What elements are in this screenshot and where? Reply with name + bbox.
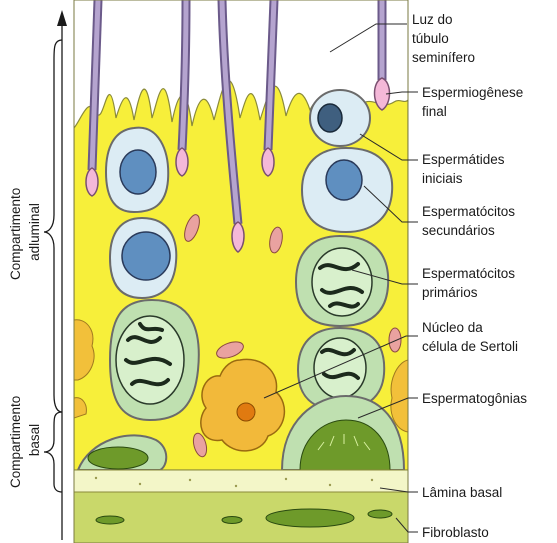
basal-label: Compartimento basal [8,392,42,488]
label-espermatocitos-secundarios: Espermatócitos secundários [422,204,519,238]
label-espermiogenese: Espermiogênese final [422,85,527,119]
callout-labels: Luz do túbulo seminífero Espermiogênese … [412,12,527,540]
basal-lamina [74,470,408,492]
label-espermatogonias: Espermatogônias [422,391,527,406]
label-espermatides: Espermátides iniciais [422,152,508,186]
label-lamina-basal: Lâmina basal [422,485,502,500]
label-sertoli: Núcleo da célula de Sertoli [422,320,518,354]
compartment-axis [44,10,67,540]
adluminal-label: Compartimento adluminal [8,184,42,280]
connective-tissue [74,492,408,543]
label-fibroblasto: Fibroblasto [422,525,489,540]
label-luz: Luz do túbulo seminífero [412,12,475,65]
label-espermatocitos-primarios: Espermatócitos primários [422,266,519,300]
